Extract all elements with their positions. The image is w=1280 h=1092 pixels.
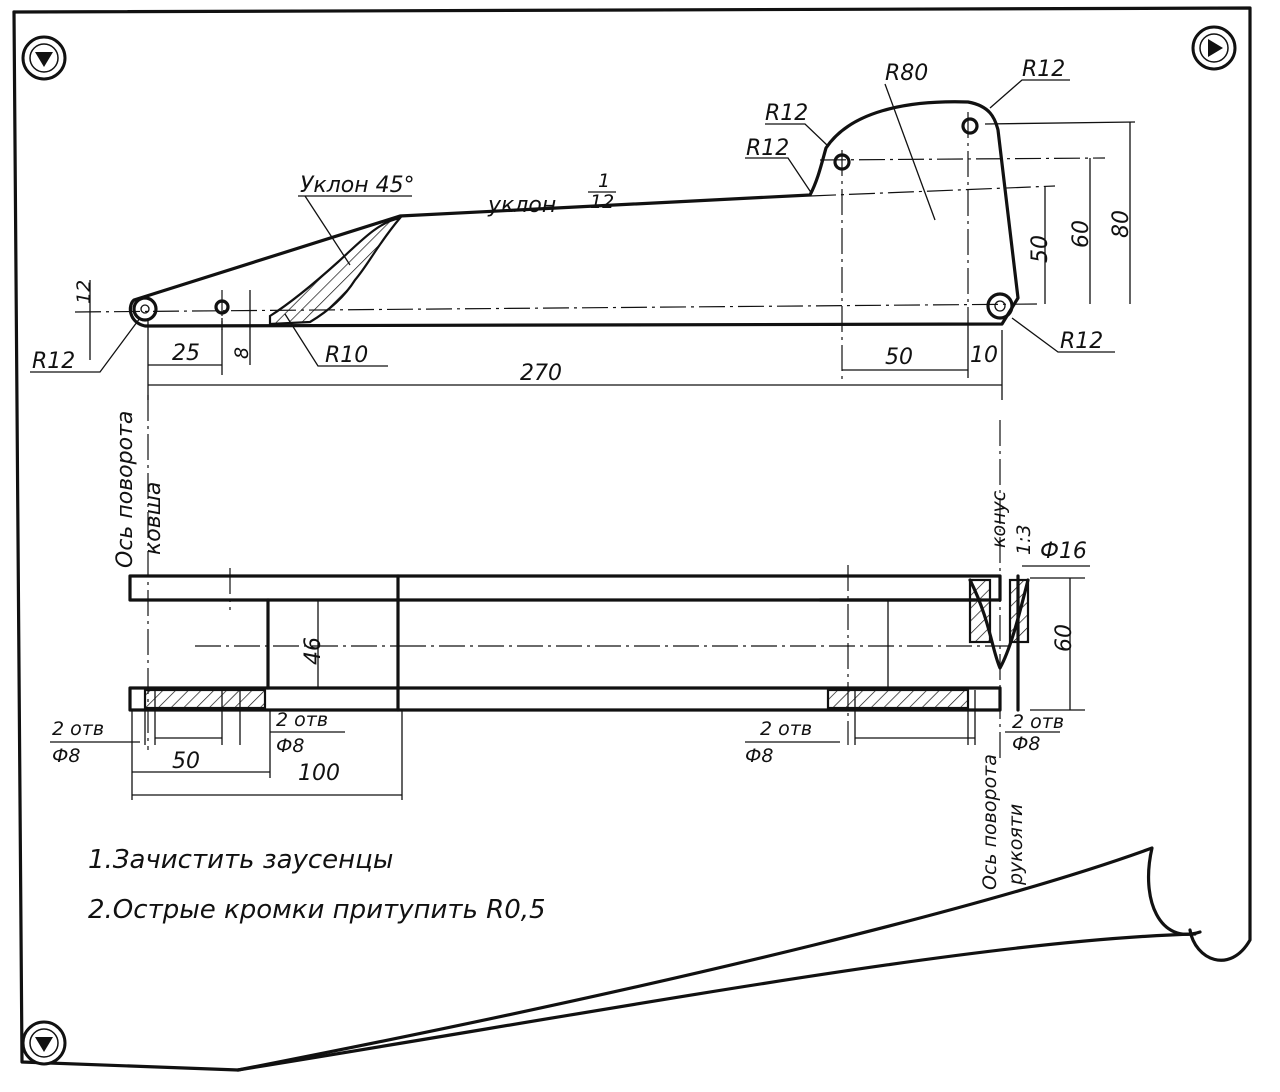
holes-right-2-dia: Ф8 (1012, 733, 1040, 755)
hatched-section-slope (268, 216, 403, 326)
side-view-labels: Уклон 45° уклон 1 12 R80 R12 R12 R12 R12… (32, 57, 1134, 386)
dim-46-label: 46 (301, 637, 326, 665)
dim-8-label: 8 (231, 347, 253, 359)
slope-numerator: 1 (598, 170, 610, 192)
dia-16-label: Ф16 (1040, 539, 1087, 564)
cone-ratio: 1:3 (1013, 524, 1035, 555)
left-axis-label-1: Ось поворота (113, 411, 138, 568)
pivot-hole-left (132, 296, 158, 322)
slope-label: уклон (487, 193, 556, 218)
radius-12-lower-label: R12 (746, 136, 789, 161)
plan-view (50, 395, 1090, 800)
triangle-down-icon (35, 1037, 53, 1052)
note-2: 2.Острые кромки притупить R0,5 (88, 895, 546, 925)
slope-denominator: 12 (590, 191, 614, 213)
dim-80-vert-label: 80 (1109, 210, 1134, 238)
left-axis-label-2: ковша (141, 482, 166, 555)
side-view (30, 79, 1136, 400)
plan-view-labels: Ось поворота ковша 46 2 отв Ф8 2 отв Ф8 … (52, 411, 1087, 890)
triangle-right-icon (1208, 39, 1223, 57)
right-axis-label-1: Ось поворота (979, 754, 1001, 890)
radius-12-upper-label: R12 (765, 101, 808, 126)
holes-left-1-count: 2 отв (52, 718, 104, 740)
triangle-down-icon (35, 52, 53, 67)
nav-right-button-top-right[interactable] (1191, 25, 1237, 71)
hatched-section-right (826, 688, 970, 710)
holes-left-2-dia: Ф8 (276, 735, 304, 757)
cone-label: конус (988, 490, 1010, 548)
dim-50-bottom-label: 50 (885, 345, 913, 370)
pivot-hole-right (986, 292, 1014, 320)
dim-270-label: 270 (520, 361, 562, 386)
hatched-section-left (143, 688, 267, 710)
right-axis-label-2: рукояти (1005, 804, 1027, 886)
dim-60-plan-label: 60 (1052, 624, 1077, 652)
dim-100-label: 100 (298, 761, 340, 786)
dim-50-vert-label: 50 (1028, 235, 1053, 263)
holes-right-1-count: 2 отв (760, 718, 812, 740)
dim-10-label: 10 (970, 343, 998, 368)
radius-80-label: R80 (885, 61, 928, 86)
paper-outline (12, 6, 1252, 1072)
radius-12-top-right-label: R12 (1022, 57, 1065, 82)
dim-12-label: 12 (73, 280, 95, 304)
dim-60-vert-label: 60 (1069, 220, 1094, 248)
holes-left-1-dia: Ф8 (52, 745, 80, 767)
hatched-cone-left (968, 578, 992, 644)
holes-right-2-count: 2 отв (1012, 711, 1064, 733)
radius-12-pivot-right-label: R12 (1060, 329, 1103, 354)
holes-left-2-count: 2 отв (276, 709, 328, 731)
dim-25-label: 25 (172, 341, 200, 366)
nav-down-button-top-left[interactable] (21, 35, 67, 81)
holes-right-1-dia: Ф8 (745, 745, 773, 767)
side-view-outline (128, 100, 1020, 328)
nav-down-button-bottom-left[interactable] (21, 1020, 67, 1066)
hole-upper-right (961, 117, 979, 135)
radius-12-pivot-left-label: R12 (32, 349, 75, 374)
slope-45-label: Уклон 45° (300, 173, 415, 198)
dim-50-plan-label: 50 (172, 749, 200, 774)
radius-10-label: R10 (325, 343, 368, 368)
plan-top-strip (128, 574, 1002, 602)
note-1: 1.Зачистить заусенцы (88, 845, 393, 875)
notes: 1.Зачистить заусенцы 2.Острые кромки при… (88, 845, 546, 925)
